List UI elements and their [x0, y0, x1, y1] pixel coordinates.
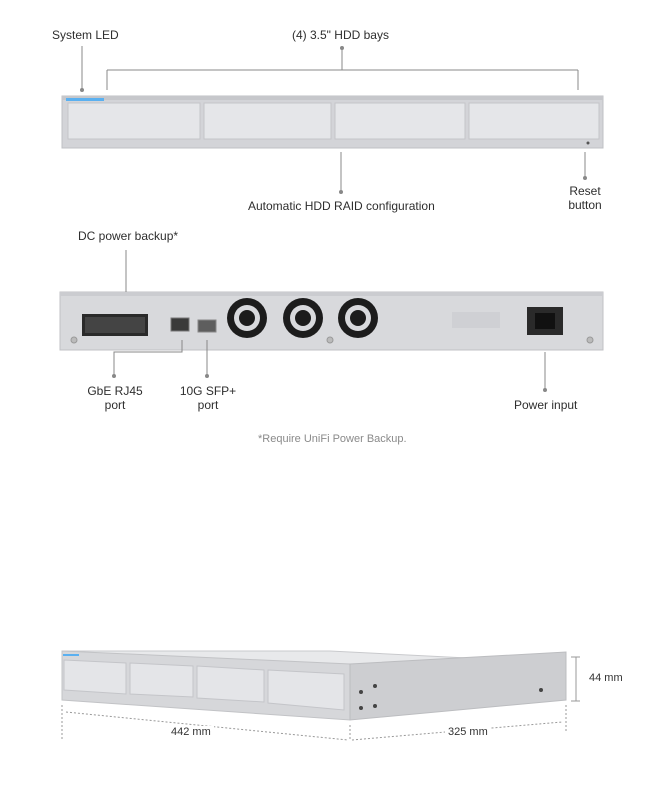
sfp-label: 10G SFP+ port: [174, 384, 242, 412]
hdd-bay-1[interactable]: [67, 102, 201, 140]
system-led: [66, 98, 104, 101]
sfp-label-line2: port: [197, 398, 219, 412]
reset-label-line1: Reset: [569, 184, 601, 198]
hdd-bay-4[interactable]: [468, 102, 600, 140]
power-input-label: Power input: [514, 398, 578, 412]
front-callouts: [81, 46, 586, 192]
height-dimension-label: 44 mm: [586, 672, 626, 684]
reset-label: Reset button: [562, 184, 608, 212]
perspective-view: [61, 650, 567, 721]
hdd-bay-3[interactable]: [334, 102, 466, 140]
perspective-led: [63, 654, 79, 656]
height-dimension: [571, 656, 580, 702]
system-led-label: System LED: [52, 28, 119, 42]
raid-label: Automatic HDD RAID configuration: [248, 199, 435, 213]
footnote: *Require UniFi Power Backup.: [258, 433, 407, 445]
rj45-label: GbE RJ45 port: [80, 384, 150, 412]
rear-callouts: [113, 250, 546, 390]
rj45-label-line1: GbE RJ45: [87, 384, 143, 398]
front-view-chassis: [61, 95, 604, 149]
rj45-label-line2: port: [104, 398, 126, 412]
regulatory-label: [452, 312, 500, 328]
dc-power-label: DC power backup*: [78, 229, 179, 243]
width-dimension: 442 mm: [168, 726, 214, 738]
depth-dimension: 325 mm: [445, 726, 491, 738]
fan-3: [338, 298, 378, 338]
rear-view-chassis: [59, 291, 604, 351]
hdd-bays-label: (4) 3.5" HDD bays: [292, 28, 389, 42]
rj45-port[interactable]: [170, 317, 190, 332]
reset-button[interactable]: [586, 141, 590, 145]
hdd-bay-2[interactable]: [203, 102, 332, 140]
front-callout-dots: [80, 46, 587, 194]
reset-label-line2: button: [568, 198, 602, 212]
sfp-label-line1: 10G SFP+: [179, 384, 237, 398]
rear-callout-dots: [112, 374, 547, 392]
sfp-port[interactable]: [197, 319, 217, 333]
fan-1: [227, 298, 267, 338]
fan-2: [283, 298, 323, 338]
